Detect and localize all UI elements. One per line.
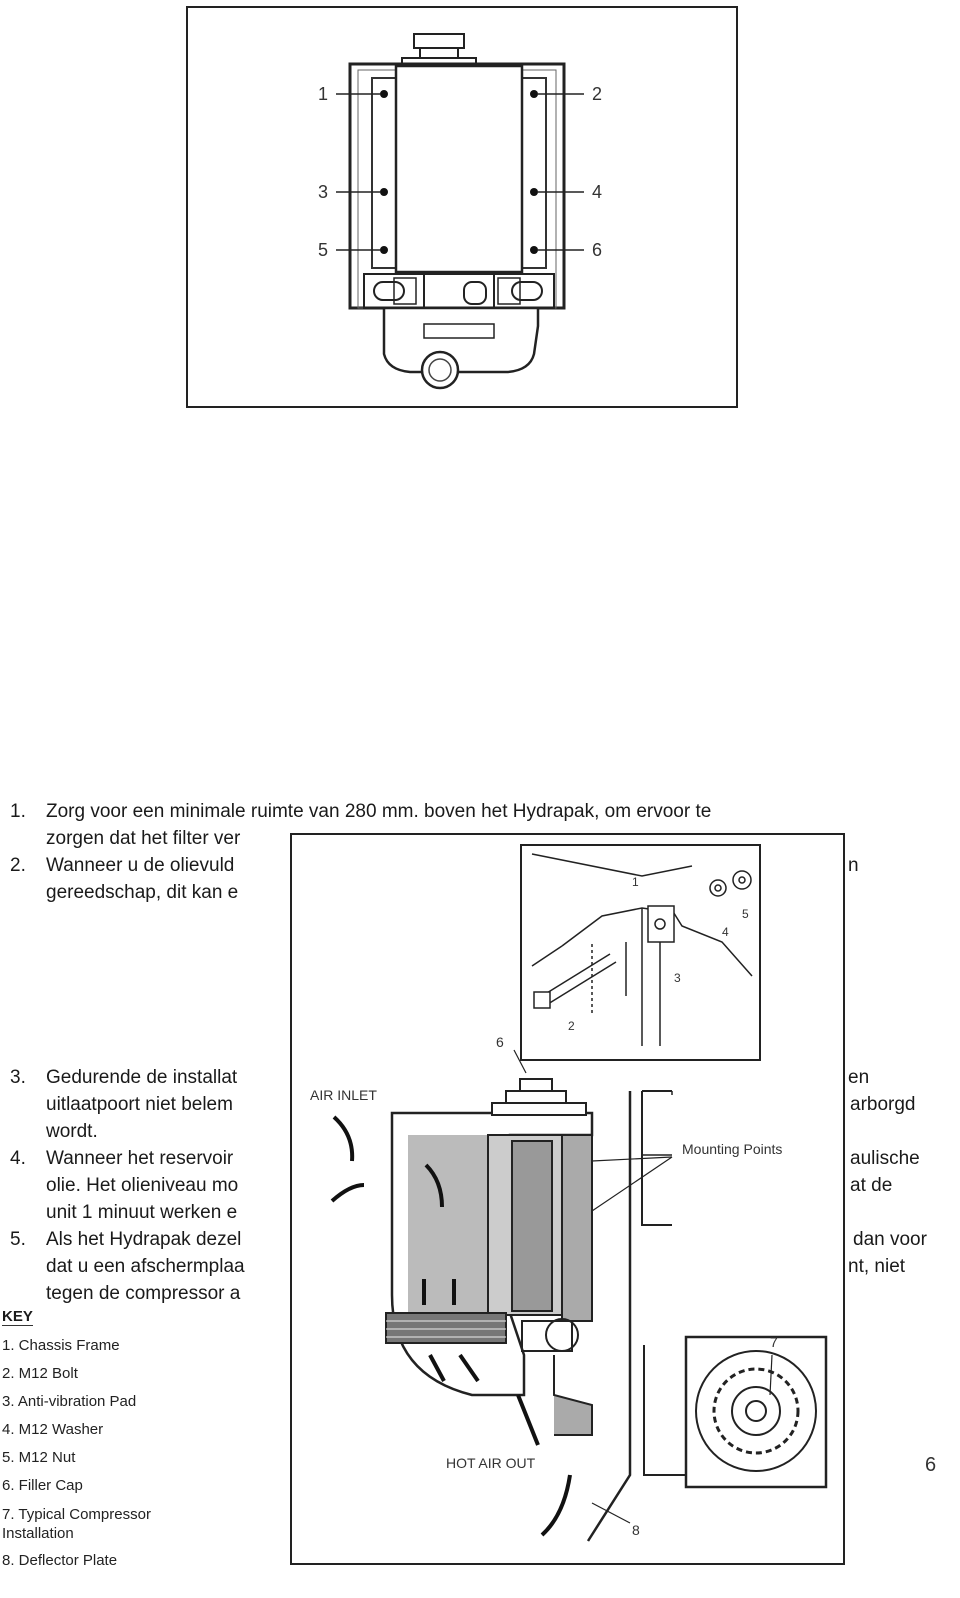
key-title: KEY bbox=[2, 1308, 33, 1326]
key-item: 5. M12 Nut bbox=[2, 1449, 76, 1466]
text-fragment: arborgd bbox=[850, 1094, 916, 1115]
page-number: 6 bbox=[925, 1454, 937, 1476]
inset-callout-5: 5 bbox=[742, 907, 749, 921]
top-view-diagram: 1 2 3 4 5 6 bbox=[186, 6, 738, 408]
inset-callout-4: 4 bbox=[722, 925, 729, 939]
hot-air-out-label: HOT AIR OUT bbox=[446, 1455, 536, 1471]
mounting-detail-drawing: 1 2 3 4 5 bbox=[531, 853, 753, 1046]
callout-6: 6 bbox=[496, 1034, 504, 1050]
key-item: 7. Typical Compressor Installation bbox=[2, 1506, 151, 1542]
key-item: 6. Filler Cap bbox=[2, 1477, 83, 1494]
text-fragment: nt, niet bbox=[848, 1256, 906, 1277]
inset-callout-1: 1 bbox=[632, 875, 639, 889]
air-inlet-label: AIR INLET bbox=[310, 1087, 377, 1103]
callout-1: 1 bbox=[318, 84, 328, 104]
text-fragment: at de bbox=[850, 1175, 893, 1196]
text-fragment: aulische bbox=[850, 1148, 920, 1169]
installation-diagram: 6 7 8 AIR INLET Mounting Points HOT AIR … bbox=[290, 833, 845, 1565]
key-item: 1. Chassis Frame bbox=[2, 1337, 120, 1354]
hydrapak-top-view-drawing: 1 2 3 4 5 6 bbox=[318, 33, 602, 390]
callout-7: 7 bbox=[770, 1334, 778, 1350]
inset-callout-3: 3 bbox=[674, 971, 681, 985]
diagram-key: KEY 1. Chassis Frame 2. M12 Bolt 3. Anti… bbox=[2, 1308, 182, 1575]
inset-callout-2: 2 bbox=[568, 1019, 575, 1033]
callout-8: 8 bbox=[632, 1522, 640, 1538]
key-item: 3. Anti-vibration Pad bbox=[2, 1393, 137, 1410]
mounting-points-label: Mounting Points bbox=[682, 1141, 783, 1157]
callout-4: 4 bbox=[592, 182, 602, 202]
key-item: 8. Deflector Plate bbox=[2, 1552, 118, 1569]
text-fragment: dan voor bbox=[853, 1229, 927, 1250]
text-fragment: n bbox=[848, 855, 859, 876]
callout-6: 6 bbox=[592, 240, 602, 260]
key-item: 4. M12 Washer bbox=[2, 1421, 104, 1438]
hydrapak-side-view-drawing: 6 7 8 bbox=[330, 1034, 828, 1542]
text-fragment: en bbox=[848, 1067, 870, 1088]
callout-2: 2 bbox=[592, 84, 602, 104]
callout-3: 3 bbox=[318, 182, 328, 202]
mounting-detail-inset: 1 2 3 4 5 bbox=[520, 844, 761, 1061]
key-item: 2. M12 Bolt bbox=[2, 1365, 78, 1382]
callout-5: 5 bbox=[318, 240, 328, 260]
